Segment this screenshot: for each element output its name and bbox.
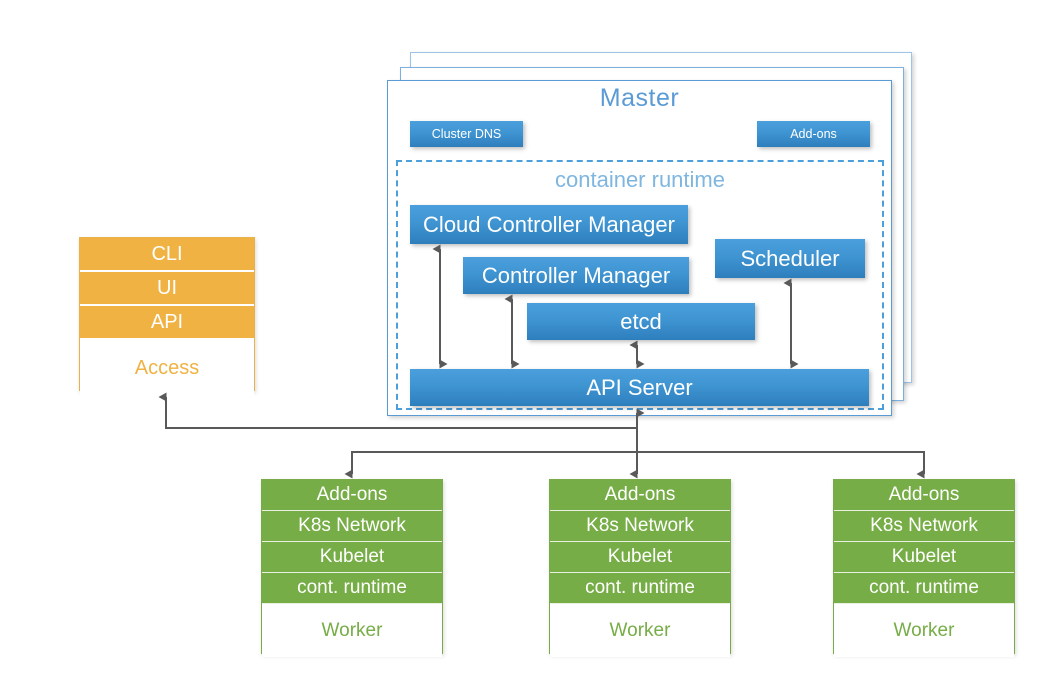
cluster-dns-box[interactable]: Cluster DNS <box>410 121 523 147</box>
access-stack: CLI UI API Access <box>79 237 255 396</box>
etcd-box[interactable]: etcd <box>527 303 755 340</box>
access-row-cli[interactable]: CLI <box>80 238 254 272</box>
worker-2-row-kubelet[interactable]: Kubelet <box>550 542 730 573</box>
access-label: Access <box>80 340 254 396</box>
api-server-box[interactable]: API Server <box>410 369 869 406</box>
arrow-apiserver-worker1 <box>344 451 637 479</box>
master-addons-box[interactable]: Add-ons <box>757 121 870 147</box>
worker-2-row-addons[interactable]: Add-ons <box>550 480 730 511</box>
master-title: Master <box>599 84 680 112</box>
scheduler-box[interactable]: Scheduler <box>715 239 865 278</box>
access-row-ui[interactable]: UI <box>80 272 254 306</box>
container-runtime-title: container runtime <box>555 167 725 192</box>
cloud-controller-manager-box[interactable]: Cloud Controller Manager <box>410 205 688 244</box>
worker-3-row-cont-runtime[interactable]: cont. runtime <box>834 573 1014 604</box>
worker-2-row-cont-runtime[interactable]: cont. runtime <box>550 573 730 604</box>
worker-3-row-kubelet[interactable]: Kubelet <box>834 542 1014 573</box>
access-row-api[interactable]: API <box>80 306 254 340</box>
worker-1-label: Worker <box>262 604 442 657</box>
worker-2-row-k8s-network[interactable]: K8s Network <box>550 511 730 542</box>
worker-2-label: Worker <box>550 604 730 657</box>
worker-1-row-cont-runtime[interactable]: cont. runtime <box>262 573 442 604</box>
arrow-apiserver-worker3 <box>637 451 925 479</box>
worker-3-row-addons[interactable]: Add-ons <box>834 480 1014 511</box>
controller-manager-box[interactable]: Controller Manager <box>463 257 689 294</box>
worker-1-row-kubelet[interactable]: Kubelet <box>262 542 442 573</box>
worker-1-row-addons[interactable]: Add-ons <box>262 480 442 511</box>
worker-node-3: Add-ons K8s Network Kubelet cont. runtim… <box>833 479 1015 657</box>
worker-node-1: Add-ons K8s Network Kubelet cont. runtim… <box>261 479 443 657</box>
worker-3-label: Worker <box>834 604 1014 657</box>
worker-node-2: Add-ons K8s Network Kubelet cont. runtim… <box>549 479 731 657</box>
worker-3-row-k8s-network[interactable]: K8s Network <box>834 511 1014 542</box>
worker-1-row-k8s-network[interactable]: K8s Network <box>262 511 442 542</box>
